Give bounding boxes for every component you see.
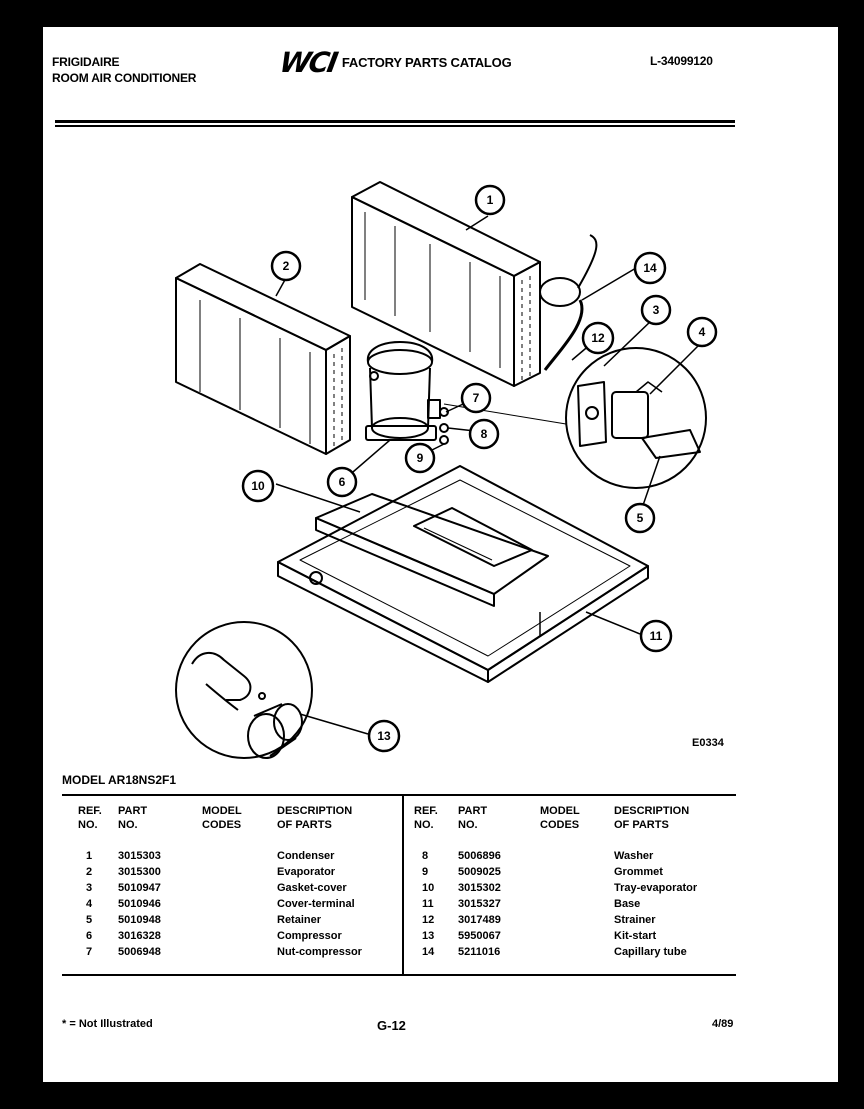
svg-text:1: 1 — [487, 193, 494, 207]
document-number: L-34099120 — [650, 54, 713, 68]
svg-text:9: 9 — [417, 451, 424, 465]
callout-7: 7 — [460, 382, 492, 414]
callout-12: 12 — [581, 321, 615, 355]
svg-text:7: 7 — [473, 391, 480, 405]
not-illustrated-note: * = Not Illustrated — [62, 1018, 153, 1030]
condenser-part — [351, 181, 541, 387]
header-divider — [55, 120, 735, 127]
callout-1: 1 — [474, 184, 506, 216]
svg-text:2: 2 — [283, 259, 290, 273]
callout-6: 6 — [326, 466, 358, 498]
svg-text:11: 11 — [650, 629, 663, 643]
catalog-heading: WCI FACTORY PARTS CATALOG — [277, 46, 512, 79]
kit-start-detail — [175, 621, 313, 759]
callout-11: 11 — [639, 619, 673, 653]
header-ref: REF.NO. — [414, 805, 438, 831]
callout-9: 9 — [404, 442, 436, 474]
callout-3: 3 — [640, 294, 672, 326]
evaporator-part — [175, 263, 351, 455]
table-divider — [402, 796, 404, 974]
callout-2: 2 — [270, 250, 302, 282]
capillary-tube-part — [539, 234, 598, 371]
callout-10: 10 — [241, 469, 275, 503]
compressor-part — [365, 341, 441, 441]
svg-text:6: 6 — [339, 475, 346, 489]
catalog-title: FACTORY PARTS CATALOG — [341, 55, 512, 70]
callout-5: 5 — [624, 502, 656, 534]
svg-text:8: 8 — [481, 427, 488, 441]
product-type: ROOM AIR CONDITIONER — [52, 71, 197, 85]
svg-text:4: 4 — [699, 325, 706, 339]
model-number: MODEL AR18NS2F1 — [62, 773, 177, 787]
callout-4: 4 — [686, 316, 718, 348]
diagram-code: E0334 — [692, 737, 724, 749]
callout-13: 13 — [367, 719, 401, 753]
svg-text:3: 3 — [653, 303, 660, 317]
brand-block: FRIGIDAIRE ROOM AIR CONDITIONER — [52, 54, 196, 86]
svg-text:10: 10 — [251, 479, 265, 493]
callout-8: 8 — [468, 418, 500, 450]
page-number: G-12 — [377, 1018, 406, 1033]
nut-compressor-part — [439, 407, 449, 417]
svg-text:14: 14 — [643, 261, 657, 275]
svg-text:12: 12 — [591, 331, 605, 345]
callout-14: 14 — [633, 251, 667, 285]
catalog-page — [43, 27, 838, 1082]
revision-date: 4/89 — [712, 1018, 734, 1030]
brand-name: FRIGIDAIRE — [52, 55, 120, 69]
tray-evaporator-part — [315, 493, 549, 607]
svg-text:5: 5 — [637, 511, 644, 525]
svg-text:13: 13 — [377, 729, 391, 743]
header-ref: REF.NO. — [78, 805, 102, 831]
